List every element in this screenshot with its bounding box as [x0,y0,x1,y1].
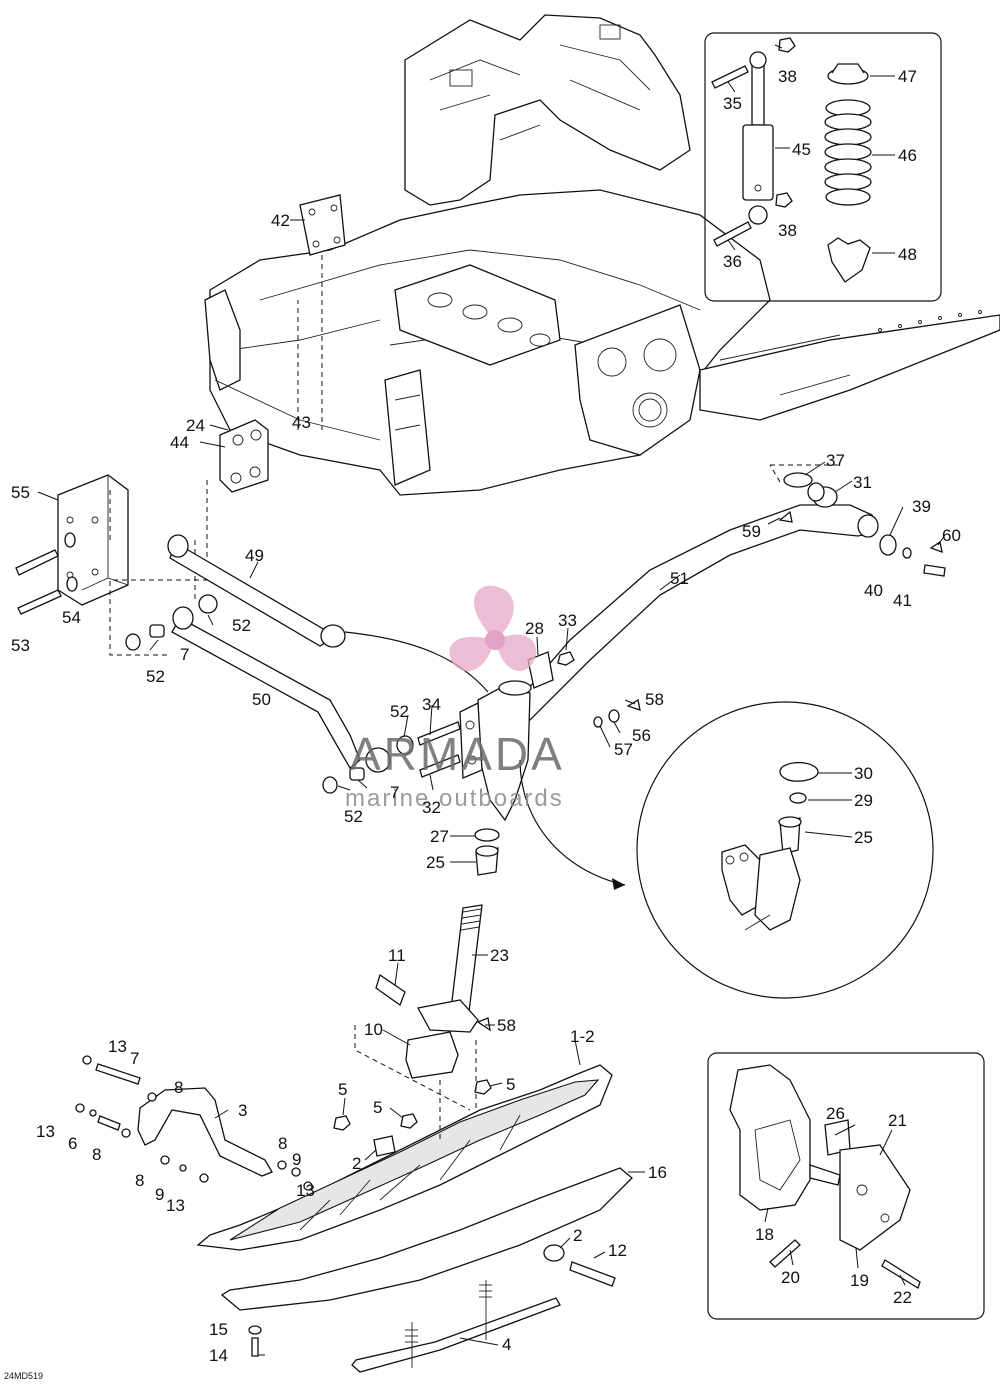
callout-20: 20 [781,1268,800,1287]
inset-bracket-detail [707,1052,985,1320]
callout-labels: 1-2 2 2 3 4 5 5 5 6 7 7 7 8 8 8 8 9 9 10… [11,67,961,1365]
callout-55: 55 [11,483,30,502]
callout-14: 14 [209,1346,228,1365]
callout-8: 8 [135,1171,144,1190]
callout-43: 43 [292,413,311,432]
callout-13: 13 [166,1196,185,1215]
callout-58: 58 [497,1016,516,1035]
callout-50: 50 [252,690,271,709]
callout-52: 52 [344,807,363,826]
callout-27: 27 [430,827,449,846]
watermark-logo [449,585,537,672]
callout-8: 8 [92,1145,101,1164]
callout-35: 35 [723,94,742,113]
callout-13: 13 [108,1037,127,1056]
callout-5: 5 [506,1075,515,1094]
callout-47: 47 [898,67,917,86]
callout-2: 2 [352,1154,361,1173]
callout-25: 25 [426,853,445,872]
callout-32: 32 [422,798,441,817]
callout-11: 11 [388,946,406,965]
ski-assembly [75,1025,633,1373]
callout-9: 9 [292,1150,301,1169]
callout-16: 16 [648,1163,667,1182]
callout-26: 26 [826,1104,845,1123]
watermark-tagline: marine outboards [345,785,564,812]
callout-18: 18 [755,1225,774,1244]
inset-spindle-detail [636,701,934,999]
callout-3: 3 [238,1101,247,1120]
callout-8: 8 [174,1078,183,1097]
callout-53: 53 [11,636,30,655]
callout-7: 7 [180,645,189,664]
callout-12: 12 [608,1241,627,1260]
part-42-plate [297,194,346,430]
callout-52: 52 [390,702,409,721]
diagram-code: 24MD519 [4,1371,43,1381]
left-suspension [15,419,414,794]
callout-8: 8 [278,1134,287,1153]
leader-lines [37,44,946,1356]
callout-40: 40 [864,581,883,600]
callout-22: 22 [893,1288,912,1307]
callout-52: 52 [232,616,251,635]
callout-10: 10 [364,1020,383,1039]
callout-37: 37 [826,451,845,470]
callout-46: 46 [898,146,917,165]
callout-42: 42 [271,211,290,230]
callout-30: 30 [854,764,873,783]
callout-45: 45 [792,140,811,159]
callout-51: 51 [670,569,689,588]
callout-7: 7 [130,1049,139,1068]
callout-15: 15 [209,1320,228,1339]
callout-49: 49 [245,546,264,565]
callout-24: 24 [186,416,205,435]
callout-52: 52 [146,667,165,686]
callout-59: 59 [742,522,761,541]
callout-36: 36 [723,252,742,271]
callout-39: 39 [912,497,931,516]
callout-56: 56 [632,726,651,745]
callout-5: 5 [338,1080,347,1099]
callout-9: 9 [155,1185,164,1204]
callout-6: 6 [68,1134,77,1153]
callout-41: 41 [893,591,912,610]
callout-4: 4 [502,1335,511,1354]
callout-54: 54 [62,608,81,627]
callout-31: 31 [853,473,872,492]
callout-23: 23 [490,946,509,965]
callout-7: 7 [390,783,399,802]
callout-58: 58 [645,690,664,709]
callout-34: 34 [422,695,441,714]
callout-2: 2 [573,1226,582,1245]
callout-13: 13 [36,1122,55,1141]
callout-48: 48 [898,245,917,264]
callout-57: 57 [614,740,633,759]
right-arm-51 [508,464,946,721]
callout-21: 21 [888,1111,907,1130]
callout-60: 60 [942,526,961,545]
callout-19: 19 [850,1271,869,1290]
callout-25: 25 [854,828,873,847]
callout-5: 5 [373,1098,382,1117]
inset-shock-absorber [704,32,942,302]
callout-38: 38 [778,67,797,86]
callout-33: 33 [558,611,577,630]
callout-28: 28 [525,619,544,638]
spindle-assembly [344,631,641,1079]
callout-38: 38 [778,221,797,240]
callout-44: 44 [170,433,189,452]
callout-13: 13 [296,1181,315,1200]
callout-1-2: 1-2 [570,1027,595,1046]
callout-29: 29 [854,791,873,810]
chassis-frame [204,14,1000,496]
watermark-brand: ARMADA [350,728,565,780]
